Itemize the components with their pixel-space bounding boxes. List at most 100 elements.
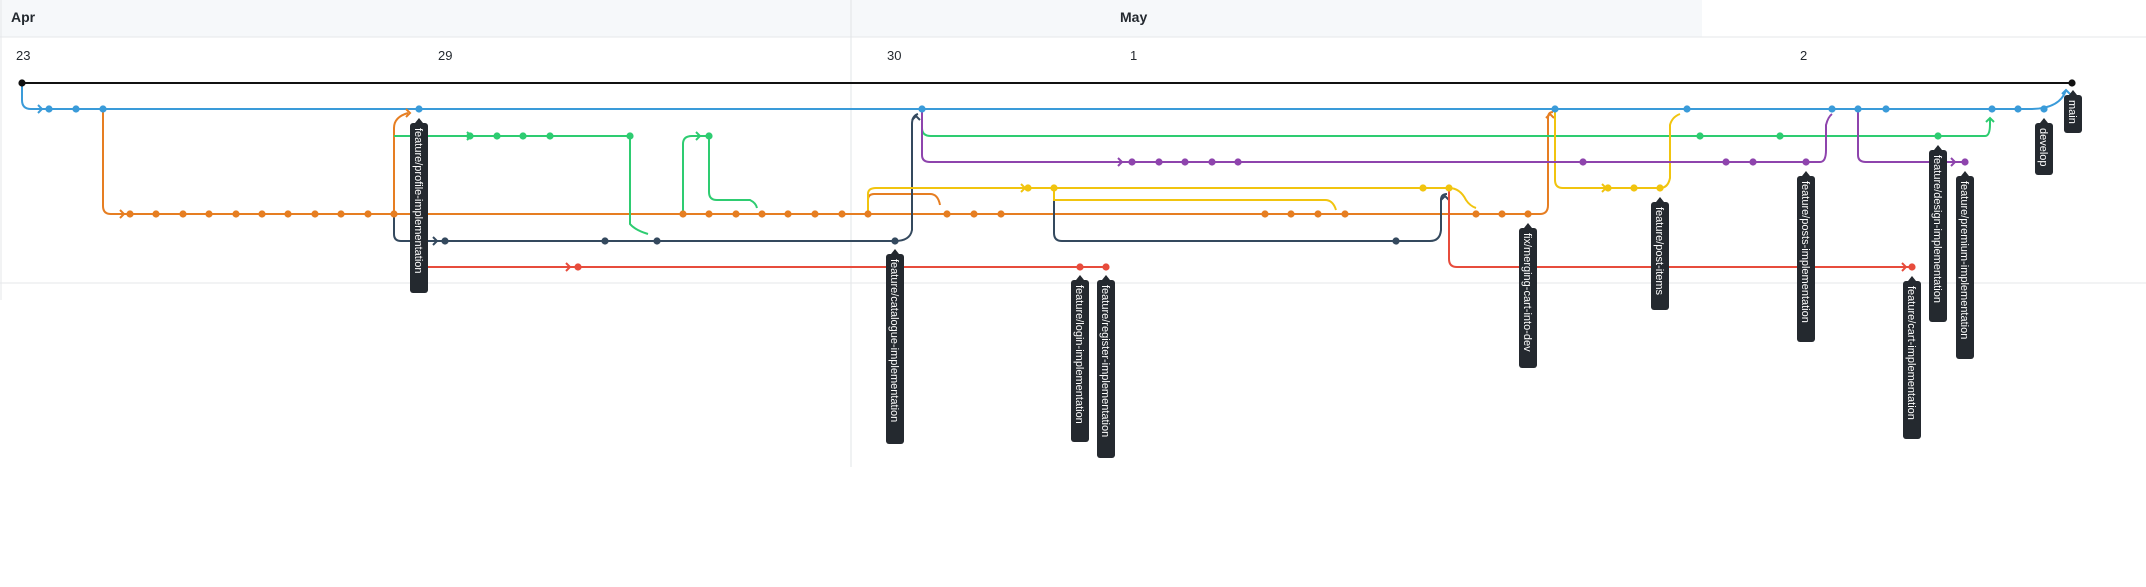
commit-dot[interactable] [441, 237, 449, 245]
commit-dot[interactable] [519, 132, 527, 140]
tag-pointer [1102, 275, 1110, 280]
commit-dot[interactable] [732, 210, 740, 218]
commit-dot[interactable] [1630, 184, 1638, 192]
commit-dot[interactable] [705, 132, 713, 140]
merge-arrow [1950, 157, 1957, 167]
commit-dot[interactable] [179, 210, 187, 218]
commit-dot[interactable] [997, 210, 1005, 218]
commit-dot[interactable] [311, 210, 319, 218]
branch-label-premium[interactable]: feature/premium-implementation [1956, 171, 1974, 359]
commit-dot[interactable] [1988, 105, 1996, 113]
lane-yellow [867, 187, 1477, 214]
commit-dot[interactable] [1683, 105, 1691, 113]
commit-dot[interactable] [546, 132, 554, 140]
commit-dot[interactable] [205, 210, 213, 218]
commit-dot[interactable] [1445, 184, 1453, 192]
commit-dot[interactable] [1102, 263, 1110, 271]
commit-dot[interactable] [1050, 184, 1058, 192]
commit-dot[interactable] [1392, 237, 1400, 245]
commit-dot[interactable] [390, 210, 398, 218]
commit-dot[interactable] [1234, 158, 1242, 166]
commit-dot[interactable] [1472, 210, 1480, 218]
commit-dot[interactable] [72, 105, 80, 113]
commit-dot[interactable] [18, 79, 26, 87]
commit-dot[interactable] [1882, 105, 1890, 113]
commit-dot[interactable] [1604, 184, 1612, 192]
branch-name-text: feature/cart-implementation [1905, 286, 1917, 420]
commit-dot[interactable] [784, 210, 792, 218]
branch-label-cart[interactable]: feature/cart-implementation [1903, 276, 1921, 439]
branch-label-design[interactable]: feature/design-implementation [1929, 145, 1947, 322]
commit-dot[interactable] [626, 132, 634, 140]
commit-dot[interactable] [1551, 105, 1559, 113]
branch-name-text: feature/design-implementation [1931, 155, 1943, 303]
branch-label-login[interactable]: feature/login-implementation [1071, 275, 1089, 442]
commit-dot[interactable] [1155, 158, 1163, 166]
commit-dot[interactable] [2068, 79, 2076, 87]
commit-dot[interactable] [1961, 158, 1969, 166]
commit-dot[interactable] [1524, 210, 1532, 218]
commit-dot[interactable] [1076, 263, 1084, 271]
commit-dot[interactable] [45, 105, 53, 113]
commit-dot[interactable] [1128, 158, 1136, 166]
commit-dot[interactable] [364, 210, 372, 218]
branch-label-register[interactable]: feature/register-implementation [1097, 275, 1115, 458]
month-label-may: May [1120, 9, 1147, 25]
commit-dot[interactable] [258, 210, 266, 218]
commit-dot[interactable] [466, 132, 474, 140]
commit-dot[interactable] [918, 105, 926, 113]
commit-dot[interactable] [1749, 158, 1757, 166]
commit-dot[interactable] [864, 210, 872, 218]
commit-dot[interactable] [1776, 132, 1784, 140]
tag-box [1956, 176, 1974, 359]
branch-label-posts[interactable]: feature/posts-implementation [1797, 171, 1815, 342]
commit-dot[interactable] [970, 210, 978, 218]
commit-dot[interactable] [1181, 158, 1189, 166]
commit-dot[interactable] [493, 132, 501, 140]
commit-dot[interactable] [1208, 158, 1216, 166]
commit-dot[interactable] [2040, 105, 2048, 113]
commit-dot[interactable] [705, 210, 713, 218]
day-label-30: 30 [887, 48, 901, 63]
commit-dot[interactable] [152, 210, 160, 218]
commit-dot[interactable] [232, 210, 240, 218]
commit-dot[interactable] [1802, 158, 1810, 166]
tag-pointer [2040, 118, 2048, 123]
commit-dot[interactable] [653, 237, 661, 245]
branch-label-fix-merging[interactable]: fix/merging-cart-into-dev [1519, 223, 1537, 368]
branch-label-catalogue[interactable]: feature/catalogue-implementation [886, 249, 904, 444]
commit-dot[interactable] [1314, 210, 1322, 218]
commit-dot[interactable] [943, 210, 951, 218]
commit-dot[interactable] [1656, 184, 1664, 192]
commit-dot[interactable] [574, 263, 582, 271]
branch-label-profile[interactable]: feature/profile-implementation [410, 118, 428, 293]
commit-dot[interactable] [337, 210, 345, 218]
commit-dot[interactable] [1722, 158, 1730, 166]
commit-dot[interactable] [1934, 132, 1942, 140]
commit-dot[interactable] [1261, 210, 1269, 218]
commit-dot[interactable] [1854, 105, 1862, 113]
commit-dot[interactable] [891, 237, 899, 245]
commit-dot[interactable] [1498, 210, 1506, 218]
branch-label-main[interactable]: main [2064, 90, 2082, 133]
commit-dot[interactable] [1579, 158, 1587, 166]
commit-dot[interactable] [99, 105, 107, 113]
commit-dot[interactable] [758, 210, 766, 218]
commit-dot[interactable] [415, 105, 423, 113]
commit-dot[interactable] [284, 210, 292, 218]
branch-label-post-items[interactable]: feature/post-items [1651, 197, 1669, 310]
commit-dot[interactable] [679, 210, 687, 218]
commit-dot[interactable] [1908, 263, 1916, 271]
commit-dot[interactable] [1341, 210, 1349, 218]
commit-dot[interactable] [601, 237, 609, 245]
commit-dot[interactable] [1696, 132, 1704, 140]
branch-label-develop[interactable]: develop [2035, 118, 2053, 175]
commit-dot[interactable] [1828, 105, 1836, 113]
commit-dot[interactable] [1287, 210, 1295, 218]
commit-dot[interactable] [126, 210, 134, 218]
commit-dot[interactable] [1419, 184, 1427, 192]
commit-dot[interactable] [838, 210, 846, 218]
commit-dot[interactable] [2014, 105, 2022, 113]
commit-dot[interactable] [811, 210, 819, 218]
commit-dot[interactable] [1024, 184, 1032, 192]
